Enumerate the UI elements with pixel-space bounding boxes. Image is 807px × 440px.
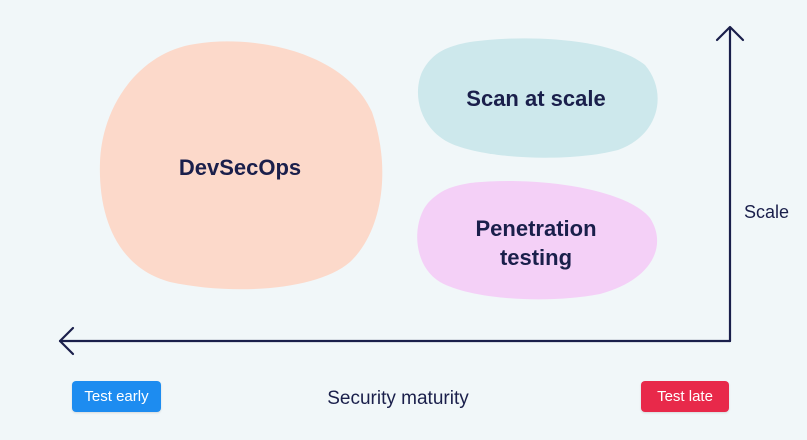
penetration-testing-region <box>417 181 658 300</box>
devsecops-label: DevSecOps <box>179 155 301 180</box>
test-late-badge: Test late <box>641 381 729 412</box>
scan-at-scale-region <box>417 38 658 158</box>
vertical-axis-arrowhead <box>715 25 745 42</box>
scale-axis-label: Scale <box>744 202 789 222</box>
penetration-testing-label-line2: testing <box>500 245 572 270</box>
axes <box>58 25 745 356</box>
horizontal-axis-arrowhead <box>58 326 75 356</box>
scan-at-scale-label: Scan at scale <box>466 86 605 111</box>
devsecops-region <box>99 41 383 290</box>
penetration-testing-label-line1: Penetration <box>475 216 596 241</box>
security-maturity-axis-label: Security maturity <box>327 388 469 409</box>
test-early-badge: Test early <box>72 381 161 412</box>
